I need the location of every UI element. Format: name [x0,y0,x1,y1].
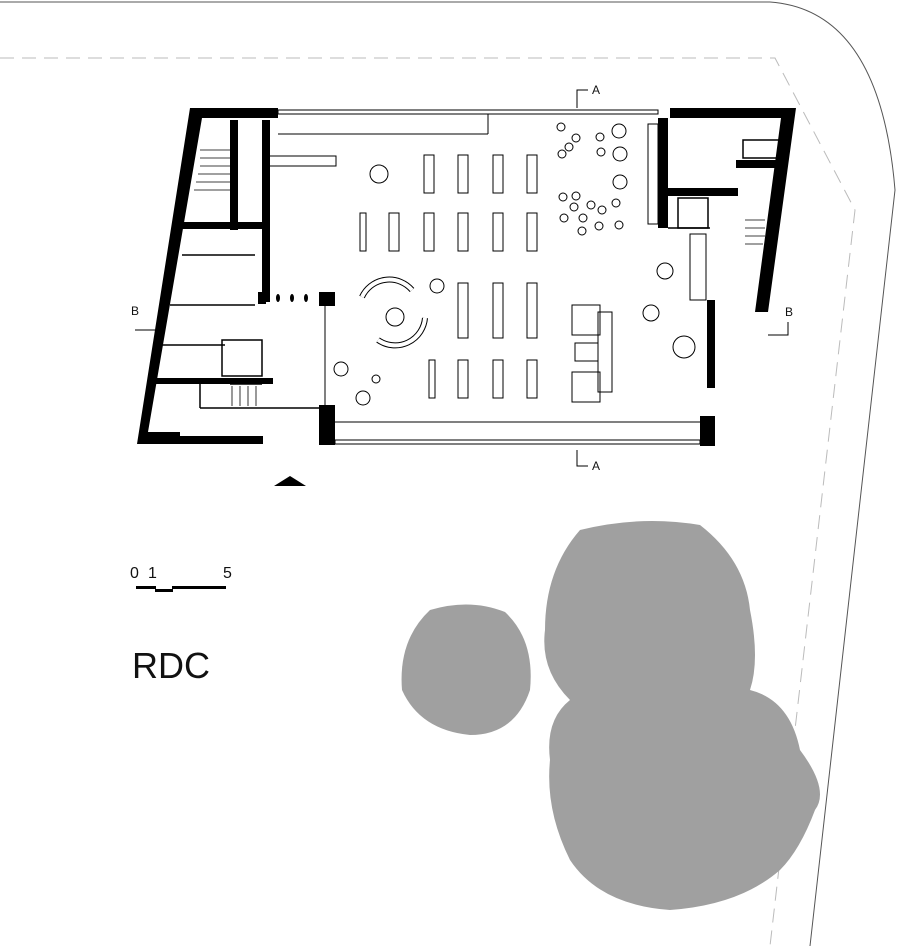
scale-label-0: 0 [130,565,139,582]
interior-partitions [160,139,780,409]
setback-line [0,57,856,946]
section-a-bottom-label: A [592,459,601,473]
desks [267,123,707,403]
scale-label-5: 5 [223,565,232,582]
stairs [194,149,765,406]
glazing [277,109,701,445]
entrance-arrow-icon [274,476,306,486]
columns [258,292,308,304]
exterior-walls [137,108,796,446]
section-b-left-label: B [131,304,140,318]
section-lines [135,89,789,467]
trees [401,521,820,910]
bookshelves [359,154,538,399]
scale-bar [136,586,226,592]
plan-title: RDC [132,645,210,686]
round-furniture [333,122,696,406]
section-b-right-label: B [785,305,794,319]
scale-label-1: 1 [148,565,157,582]
section-a-top-label: A [592,83,601,97]
